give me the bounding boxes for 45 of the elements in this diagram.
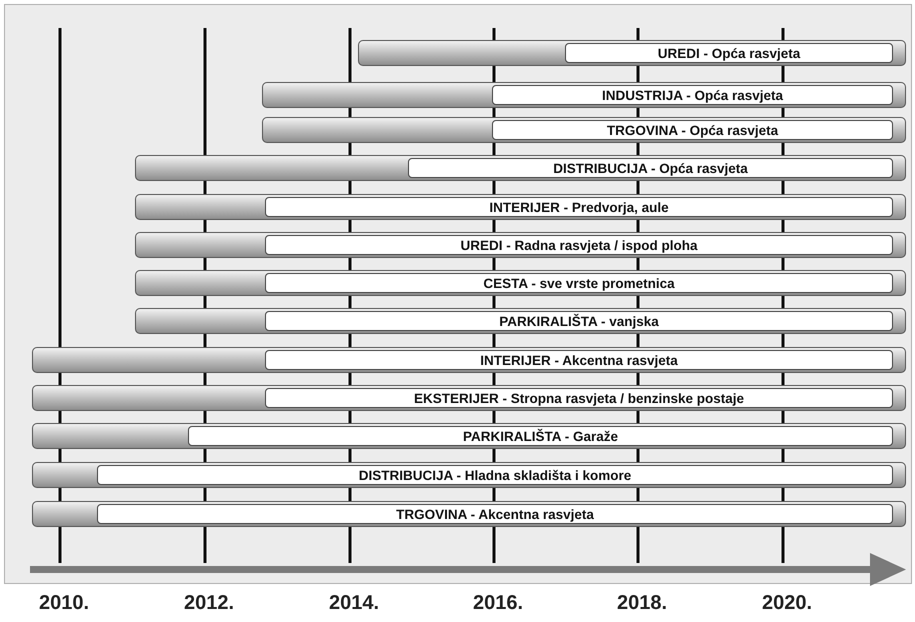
timeline-bar bbox=[135, 270, 906, 296]
timeline-label-box bbox=[265, 388, 893, 408]
category-label: DISTRIBUCIJA - Hladna skladišta i komore bbox=[358, 468, 632, 482]
category-label: TRGOVINA - Akcentna rasvjeta bbox=[396, 506, 594, 522]
category-label: PARKIRALIŠTA - Garaže bbox=[462, 428, 618, 444]
timeline-label-box bbox=[265, 273, 893, 293]
timeline-label-box bbox=[408, 158, 893, 178]
timeline-bar bbox=[32, 462, 906, 488]
category-label: UREDI - Opća rasvjeta bbox=[658, 46, 800, 60]
category-label: EKSTERIJER - Stropna rasvjeta / benzinske postaje bbox=[414, 390, 744, 406]
timeline-bar bbox=[32, 347, 906, 373]
category-label: INTERIJER - Predvorja, aule bbox=[489, 200, 669, 214]
category-label: TRGOVINA - Opća rasvjeta bbox=[606, 122, 778, 138]
year-label: 2018. bbox=[617, 592, 668, 615]
timeline-bar bbox=[32, 501, 906, 527]
timeline-bar bbox=[135, 308, 906, 334]
timeline-label-box bbox=[265, 311, 893, 331]
timeline-label-box bbox=[265, 235, 893, 255]
category-label: UREDI - Radna rasvjeta / ispod ploha bbox=[460, 238, 698, 252]
year-label: 2020. bbox=[762, 592, 812, 615]
timeline-bar bbox=[262, 117, 906, 143]
year-label: 2012. bbox=[184, 592, 234, 615]
timeline-label-box bbox=[188, 426, 893, 446]
category-label: PARKIRALIŠTA - vanjska bbox=[499, 314, 659, 328]
timeline-label-box bbox=[492, 120, 893, 140]
timeline-bar bbox=[135, 155, 906, 181]
year-label: 2010. bbox=[39, 592, 90, 615]
timeline-label-box bbox=[265, 350, 893, 370]
category-label: INTERIJER - Akcentna rasvjeta bbox=[480, 352, 678, 368]
year-label: 2014. bbox=[329, 592, 380, 615]
timeline-label-box bbox=[492, 85, 893, 105]
timeline-bar bbox=[135, 194, 906, 220]
timeline-label-box bbox=[97, 465, 893, 485]
timeline-bar bbox=[358, 40, 906, 66]
timeline-bar bbox=[262, 82, 906, 108]
timeline-label-box bbox=[97, 504, 893, 524]
category-label: INDUSTRIJA - Opća rasvjeta bbox=[602, 88, 784, 102]
category-label: DISTRIBUCIJA - Opća rasvjeta bbox=[553, 160, 748, 176]
timeline-bar bbox=[32, 423, 906, 449]
timeline-label-box bbox=[265, 197, 893, 217]
category-label: CESTA - sve vrste prometnica bbox=[483, 276, 675, 290]
year-label: 2016. bbox=[473, 592, 524, 615]
timeline-label-box bbox=[565, 43, 893, 63]
timeline-bar bbox=[135, 232, 906, 258]
timeline-bar bbox=[32, 385, 906, 411]
